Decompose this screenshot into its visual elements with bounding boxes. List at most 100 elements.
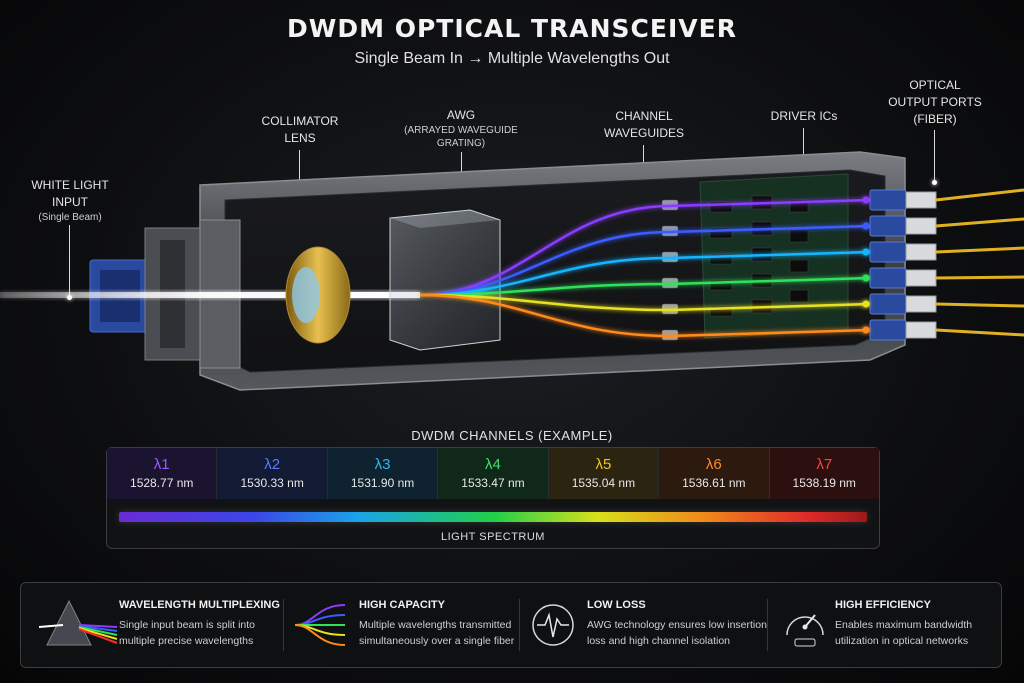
fiber-boot xyxy=(905,217,937,235)
fiber-cable xyxy=(935,217,1024,228)
output-ports xyxy=(862,188,1024,341)
channel-lambda: λ6 xyxy=(705,456,722,473)
feature-divider xyxy=(519,599,520,651)
feature-efficiency: HIGH EFFICIENCY Enables maximum bandwidt… xyxy=(779,583,993,667)
feature-desc: Multiple wavelengths transmitted simulta… xyxy=(359,617,514,649)
channel-wavelength: 1536.61 nm xyxy=(682,476,746,490)
channel-cell: λ7 1538.19 nm xyxy=(769,448,879,499)
wavelength-beam xyxy=(419,293,871,338)
callout-ports-leader xyxy=(934,130,935,182)
callout-ports: OPTICAL OUTPUT PORTS (FIBER) xyxy=(880,77,990,128)
fiber-cable xyxy=(935,275,1024,280)
channel-lambda: λ3 xyxy=(374,456,391,473)
feature-desc: Single input beam is split into multiple… xyxy=(119,617,255,649)
channel-lambda: λ7 xyxy=(816,456,833,473)
callout-awg-line3: GRATING) xyxy=(436,138,486,149)
fiber-boot xyxy=(905,243,937,261)
feature-multiplexing: WAVELENGTH MULTIPLEXING Single input bea… xyxy=(39,583,289,667)
callout-ports-line2: OUTPUT PORTS xyxy=(888,95,982,109)
features-panel: WAVELENGTH MULTIPLEXING Single input bea… xyxy=(20,582,1002,668)
port-glow xyxy=(862,248,870,256)
callout-awg-line1: AWG xyxy=(446,108,476,122)
waveform-icon xyxy=(532,604,574,646)
fiber-cable xyxy=(935,302,1024,308)
callout-input: WHITE LIGHT INPUT (Single Beam) xyxy=(18,177,122,224)
fiber-boot xyxy=(905,269,937,287)
callout-waveguides-line2: WAVEGUIDES xyxy=(603,126,684,140)
channel-wavelength: 1528.77 nm xyxy=(130,476,194,490)
channel-wavelength: 1535.04 nm xyxy=(571,476,636,490)
wavelength-beam xyxy=(419,224,871,297)
input-beam xyxy=(0,292,420,298)
callout-ports-line1: OPTICAL xyxy=(909,78,961,92)
feature-desc-line1: Enables maximum bandwidth xyxy=(835,619,973,631)
wavelength-beam xyxy=(419,293,871,312)
feature-divider xyxy=(283,599,284,651)
feature-desc-line2: loss and high channel isolation xyxy=(587,635,731,647)
fiber-boot xyxy=(905,321,937,339)
callout-ports-line3: (FIBER) xyxy=(913,112,957,126)
gauge-icon xyxy=(786,614,824,647)
feature-title: LOW LOSS xyxy=(587,599,646,611)
fiber-port xyxy=(869,267,907,289)
channel-wavelength: 1533.47 nm xyxy=(461,476,525,490)
feature-title: HIGH EFFICIENCY xyxy=(835,599,931,611)
channel-lambda: λ5 xyxy=(595,456,612,473)
channel-wavelength: 1530.33 nm xyxy=(240,476,304,490)
channel-lambda: λ1 xyxy=(153,456,170,473)
fiber-port xyxy=(869,215,907,237)
channel-cell: λ2 1530.33 nm xyxy=(217,448,328,499)
wavelength-beam xyxy=(419,250,871,297)
callout-input-line1: WHITE LIGHT xyxy=(31,178,109,192)
transceiver-illustration xyxy=(0,151,1024,391)
callout-ports-dot xyxy=(932,180,937,185)
fiber-cable xyxy=(935,246,1024,254)
light-spectrum-bar xyxy=(119,512,867,522)
fiber-cable xyxy=(935,328,1024,337)
channel-wavelength: 1538.19 nm xyxy=(792,476,856,490)
fiber-port xyxy=(869,189,907,211)
fiber-port xyxy=(869,319,907,341)
fiber-boot xyxy=(905,295,937,313)
channel-cell: λ6 1536.61 nm xyxy=(659,448,770,499)
feature-capacity: HIGH CAPACITY Multiple wavelengths trans… xyxy=(293,583,523,667)
callout-drivers: DRIVER ICs xyxy=(754,108,854,125)
callout-input-line3: (Single Beam) xyxy=(38,212,102,223)
feature-title: HIGH CAPACITY xyxy=(359,599,445,611)
fiber-port xyxy=(869,241,907,263)
port-glow xyxy=(862,274,870,282)
port-glow xyxy=(862,326,870,334)
fiber-cable xyxy=(935,188,1024,202)
feature-low-loss: LOW LOSS AWG technology ensures low inse… xyxy=(529,583,769,667)
channel-cell: λ4 1533.47 nm xyxy=(438,448,549,499)
awg-prism xyxy=(389,209,501,351)
callout-drivers-line1: DRIVER ICs xyxy=(770,109,838,123)
feature-divider xyxy=(767,599,768,651)
light-spectrum-label: LIGHT SPECTRUM xyxy=(441,531,545,543)
callout-input-leader xyxy=(69,225,70,297)
callout-awg: AWG (ARRAYED WAVEGUIDE GRATING) xyxy=(398,107,524,150)
fiber-boot xyxy=(905,191,937,209)
feature-desc-line1: Single input beam is split into xyxy=(119,619,255,631)
dispersed-beams xyxy=(419,198,871,338)
channels-title: DWDM CHANNELS (EXAMPLE) xyxy=(411,428,613,443)
callout-waveguides-line1: CHANNEL xyxy=(615,109,673,123)
channel-lambda: λ2 xyxy=(264,456,281,473)
callout-lens-line2: LENS xyxy=(284,131,316,145)
port-glow xyxy=(862,222,870,230)
wavelength-beam xyxy=(419,198,871,297)
channel-cell: λ5 1535.04 nm xyxy=(548,448,660,499)
channel-lambda: λ4 xyxy=(485,456,501,473)
page-subtitle: Single Beam In → Multiple Wavelengths Ou… xyxy=(354,50,670,67)
callout-awg-line2: (ARRAYED WAVEGUIDE xyxy=(404,125,518,136)
feature-desc-line2: simultaneously over a single fiber xyxy=(359,635,515,647)
feature-title: WAVELENGTH MULTIPLEXING xyxy=(119,599,280,611)
feature-desc-line2: utilization in optical networks xyxy=(835,635,969,647)
channel-cell: λ1 1528.77 nm xyxy=(107,448,218,499)
feature-desc: Enables maximum bandwidth utilization in… xyxy=(835,617,972,649)
port-glow xyxy=(862,196,870,204)
prism-icon xyxy=(39,599,118,646)
